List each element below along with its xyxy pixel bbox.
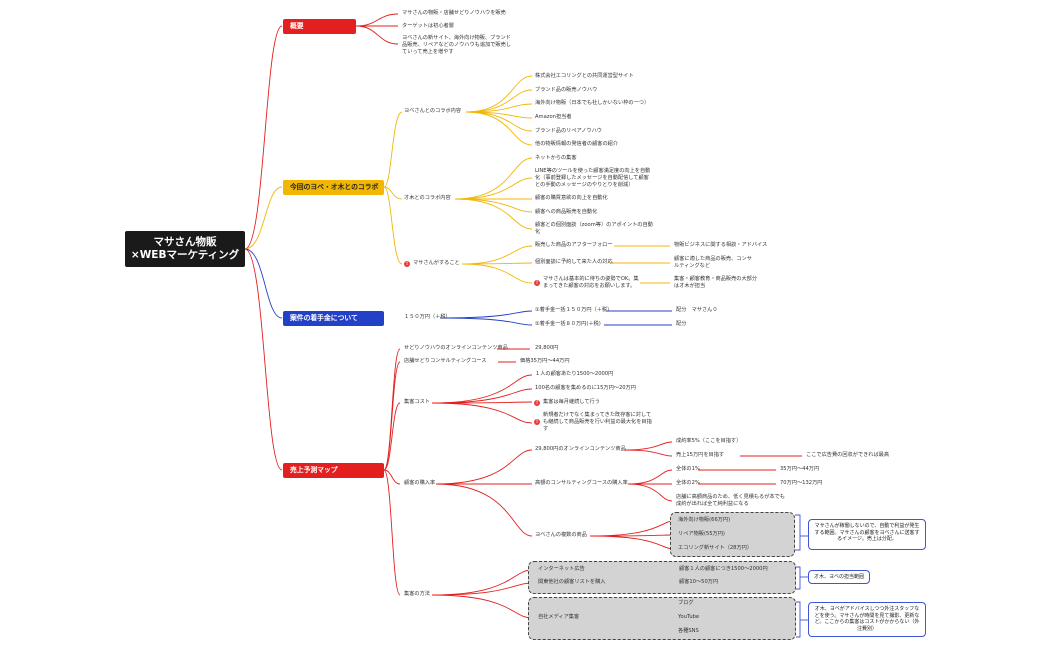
masa-item[interactable]: 販売した商品のアフターフォロー	[535, 242, 613, 248]
yobe-note[interactable]: マサさんが稼働しないので、自動で利益が発生する範囲。マサさんの顧客をヨベさんに送…	[808, 519, 926, 550]
rate-consult-label[interactable]: 高額のコンサルティングコースの購入率	[535, 480, 628, 486]
rate-online-note[interactable]: ここで広告費の回収ができれば最高	[806, 452, 890, 458]
priority-marker-icon: !	[404, 261, 410, 267]
oki-item[interactable]: LINE等のツールを使った顧客満足度の向上を自動化（事前登録したメッセージを自動…	[535, 168, 651, 188]
method-item[interactable]: 関東他社の顧客リストを購入	[538, 579, 606, 585]
oki-item[interactable]: ネットからの集客	[535, 155, 577, 161]
fee-detail[interactable]: 配分	[676, 321, 687, 327]
cost-item[interactable]: 100名の顧客を集めるのに15万円〜20万円	[535, 385, 636, 391]
yobe-item[interactable]: 海外向け物販（日本でも社しかいない枠の一つ）	[535, 100, 650, 106]
masa-detail[interactable]: 集客・顧客教育・商品販売の大部分はオ木が担当	[674, 276, 758, 289]
yobe-products-group	[670, 512, 795, 557]
fee-amount[interactable]: １５０万円（＋税）	[404, 314, 451, 320]
media-item[interactable]: 各種SNS	[678, 628, 699, 634]
media-item[interactable]: YouTube	[678, 614, 700, 620]
branch-collab[interactable]: 今回のヨベ・オ木とのコラボ	[283, 180, 384, 195]
cost-item[interactable]: 新規者だけでなく集まってきた既存客に対しても継続して商品販売を行い利益の最大化を…	[543, 412, 652, 432]
rate-consult-r1[interactable]: 全体の1%	[676, 466, 700, 472]
fee-detail[interactable]: 配分 マサさん０	[676, 307, 718, 313]
rate-consult-note[interactable]: 店舗に高額商品のため、低く見積もるが本でも成約が出れば全て純利益になる	[676, 494, 785, 507]
masa-detail[interactable]: 顧客に適した商品の販売、コンサルティングなど	[674, 256, 752, 269]
collab-oki-label[interactable]: オ木とのコラボ内容	[404, 195, 451, 201]
oki-item[interactable]: 顧客への商品販売を自動化	[535, 209, 598, 215]
overview-item[interactable]: ターゲットは初心者層	[402, 23, 454, 29]
root-title-line1: マサさん物販	[153, 236, 217, 248]
product-price[interactable]: 29,800円	[535, 345, 559, 351]
rate-consult-v2[interactable]: 70万円〜132万円	[780, 480, 823, 486]
yobe-item[interactable]: ブランド品の販売ノウハウ	[535, 87, 598, 93]
masa-detail[interactable]: 物販ビジネスに関する相談・アドバイス	[674, 242, 768, 248]
media-item[interactable]: ブログ	[678, 600, 694, 606]
method-note-2[interactable]: オ木、ヨベがアドバイスしつつ外注スタッフなどを使う。マサさんが時間を見て撮影、更…	[808, 602, 926, 637]
product-price[interactable]: 価格35万円〜44万円	[520, 358, 570, 364]
method-group-media	[528, 597, 796, 640]
priority-marker-icon: !	[534, 419, 540, 425]
priority-marker-icon: !	[534, 280, 540, 286]
method-item[interactable]: インターネット広告	[538, 566, 585, 572]
branch-forecast[interactable]: 売上予測マップ	[283, 463, 384, 478]
method-detail[interactable]: 顧客１人の顧客につき1500〜2000円	[679, 566, 768, 572]
product-name[interactable]: 店舗せどりコンサルティングコース	[404, 358, 487, 364]
yobe-item[interactable]: ブランド品のリペアノウハウ	[535, 128, 602, 134]
collab-masa-label[interactable]: マサさんがすること	[413, 260, 460, 266]
rate-label[interactable]: 顧客の購入率	[404, 480, 436, 486]
yobe-product[interactable]: 海外向け物販(66万円)	[678, 517, 731, 523]
yobe-product[interactable]: リペア物販(55万円)	[678, 531, 725, 537]
yobe-item[interactable]: Amazon担当者	[535, 114, 572, 120]
cost-item[interactable]: １人の顧客あたり1500〜2000円	[535, 371, 614, 377]
collab-yobe-label[interactable]: ヨベさんとのコラボ内容	[404, 108, 462, 114]
cost-item[interactable]: 集客は毎月継続して行う	[543, 399, 600, 405]
masa-item[interactable]: マサさんは基本的に待ちの姿勢でOK。集まってきた顧客の対応をお願いします。	[543, 276, 639, 289]
overview-item[interactable]: マサさんの物販・店舗せどりノウハウを販売	[402, 10, 506, 16]
oki-item[interactable]: 顧客の購買意欲の向上を自動化	[535, 195, 608, 201]
method-note-1[interactable]: オ木、ヨベの担当範囲	[808, 570, 870, 584]
cost-label[interactable]: 集客コスト	[404, 399, 430, 405]
yobe-item[interactable]: 株式会社エコリングとの共同運営型サイト	[535, 73, 634, 79]
rate-online-label[interactable]: 29,800円のオンラインコンテンツ商品	[535, 446, 626, 452]
root-topic[interactable]: マサさん物販 ×WEBマーケティング	[125, 231, 245, 267]
method-label[interactable]: 集客の方法	[404, 591, 430, 597]
priority-marker-icon: !	[534, 400, 540, 406]
branch-fee[interactable]: 案件の着手金について	[283, 311, 384, 326]
product-name[interactable]: せどりノウハウのオンラインコンテンツ商品	[404, 345, 508, 351]
yobe-product[interactable]: エコリング新サイト（28万円）	[678, 545, 753, 551]
method-detail[interactable]: 顧客10〜50万円	[679, 579, 719, 585]
masa-item[interactable]: 個別面談に予約して来た人の対応	[535, 259, 613, 265]
method-item[interactable]: 自社メディア集客	[538, 614, 580, 620]
method-group-ads	[528, 561, 796, 594]
yobe-item[interactable]: 他の物販情報の発信者の顧客の紹介	[535, 141, 619, 147]
rate-yobe-label[interactable]: ヨベさんの複数の商品	[535, 532, 587, 538]
root-title-line2: ×WEBマーケティング	[130, 249, 240, 261]
overview-item[interactable]: ヨベさんの新サイト、海外向け物販、ブランド品販売、リペアなどのノウハウも追加で販…	[402, 35, 511, 55]
rate-online-rate[interactable]: 成約率5%（ここを目指す）	[676, 438, 742, 444]
branch-overview[interactable]: 概要	[283, 19, 356, 34]
rate-online-sales[interactable]: 売上15万円を目指す	[676, 452, 725, 458]
rate-consult-r2[interactable]: 全体の2%	[676, 480, 700, 486]
fee-item[interactable]: ①着手金一括１５０万円（＋税）	[535, 307, 613, 313]
rate-consult-v1[interactable]: 35万円〜44万円	[780, 466, 820, 472]
oki-item[interactable]: 顧客との個別面談（zoom等）のアポイントの自動化	[535, 222, 653, 235]
fee-item[interactable]: ②着手金一括８０万円(＋税)	[535, 321, 601, 327]
